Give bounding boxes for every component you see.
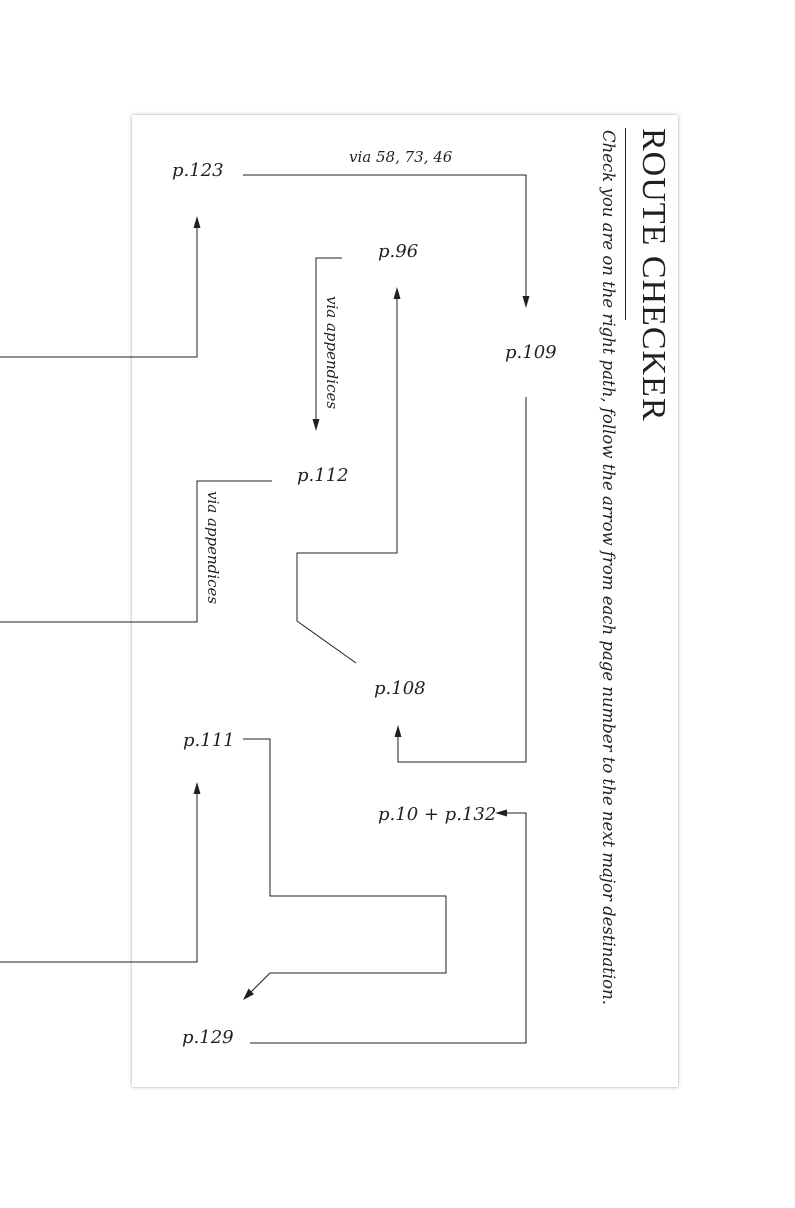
route-line-p111-to-p129 (243, 738, 447, 996)
arrow-up-to-p96 (393, 287, 401, 299)
arrow-left-to-p10-p132 (495, 809, 507, 817)
node-p96: p.96 (378, 241, 419, 262)
page-subtitle: Check you are on the right path, follow … (599, 130, 618, 1005)
route-line-p123-to-p109 (243, 174, 527, 300)
route-checker-card (132, 115, 678, 1087)
route-line-external-middle (0, 480, 272, 623)
route-line-p96-to-p112 (315, 257, 342, 423)
route-line-p109-to-p108 (397, 397, 527, 763)
arrow-down-to-p112 (312, 419, 320, 431)
page-title: ROUTE CHECKER (635, 128, 672, 422)
node-p123: p.123 (172, 160, 224, 181)
node-p10-p132: p.10 + p.132 (378, 804, 497, 825)
route-label-via-appendices-lower: via appendices (204, 491, 222, 605)
arrow-up-to-p111 (193, 782, 201, 794)
node-p112: p.112 (297, 465, 349, 486)
node-p129: p.129 (182, 1027, 234, 1048)
arrow-up-to-p108 (394, 725, 402, 737)
title-underline (625, 128, 626, 320)
route-line-external-top (0, 224, 198, 358)
route-label-via-appendices-upper: via appendices (323, 296, 341, 410)
route-label-via-58-73-46: via 58, 73, 46 (349, 148, 453, 166)
node-p109: p.109 (505, 342, 557, 363)
arrow-to-p129 (243, 988, 254, 1000)
route-line-external-bottom (0, 790, 198, 963)
node-p111: p.111 (183, 730, 235, 751)
arrow-down-to-p109 (522, 296, 530, 308)
node-p108: p.108 (374, 678, 426, 699)
arrow-up-to-p123 (193, 216, 201, 228)
route-line-p108-to-p96 (296, 295, 398, 664)
route-line-p129-to-p10-p132 (250, 812, 527, 1044)
